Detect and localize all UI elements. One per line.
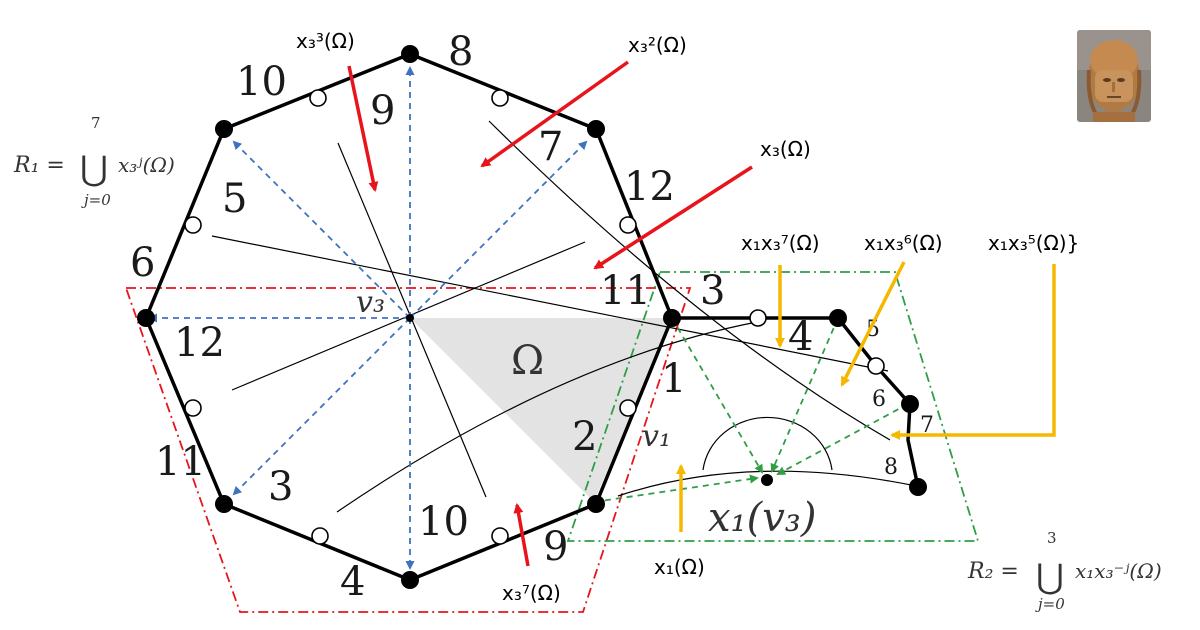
small-number-6: 6 (872, 387, 886, 412)
side-number-12-right: 12 (624, 164, 675, 210)
r1-term: x₃ʲ(Ω) (118, 153, 175, 177)
image-boundary-path (672, 316, 920, 488)
side-number-3-right: 3 (700, 268, 725, 314)
omega-label: Ω (511, 338, 544, 384)
region-r2-outline (566, 271, 980, 542)
side-number-2: 2 (572, 414, 597, 460)
r2-lhs: R₂ = (967, 559, 1019, 584)
label-x1x3-7: x₁x₃⁷(Ω) (741, 231, 820, 255)
label-x3: x₃(Ω) (760, 137, 811, 161)
label-x3-2: x₃²(Ω) (628, 33, 687, 57)
side-number-10-top: 10 (236, 59, 287, 105)
region-r1-outline (124, 287, 692, 613)
small-number-7: 7 (920, 413, 934, 438)
green-dashed-arrows (593, 317, 909, 503)
r2-lower-limit: j=0 (1035, 595, 1065, 613)
arrow-x3-2 (480, 60, 630, 168)
side-number-1: 1 (661, 356, 686, 402)
arrow-x3 (593, 165, 753, 270)
small-number-8: 8 (884, 455, 898, 480)
side-number-5: 5 (222, 176, 247, 222)
r1-union-symbol: ⋃ (80, 149, 108, 189)
portrait-icon (1077, 30, 1151, 122)
side-number-11-left: 11 (155, 439, 206, 485)
label-x1: x₁(Ω) (654, 555, 705, 579)
blue-dashed-arrows (148, 66, 588, 570)
filled-vertices (137, 45, 927, 589)
side-number-10-bottom: 10 (418, 499, 469, 545)
r2-union-symbol: ⋃ (1036, 557, 1064, 597)
side-number-12-left: 12 (174, 320, 225, 366)
side-number-8: 8 (448, 29, 473, 75)
omega-region (410, 318, 672, 502)
arrow-x1x3-5 (890, 264, 1056, 440)
label-x1x3-5: x₁x₃⁵(Ω)} (988, 231, 1079, 255)
arrow-x1x3-6 (840, 261, 906, 387)
side-number-11-right: 11 (600, 268, 651, 314)
arrow-x3-3 (347, 65, 379, 192)
r2-term: x₁x₃⁻ʲ(Ω) (1075, 559, 1162, 583)
label-x3-3: x₃³(Ω) (296, 29, 355, 53)
arrow-x3-7 (513, 503, 530, 567)
side-number-9-top: 9 (370, 88, 395, 134)
r1-lhs: R₁ = (13, 153, 65, 178)
side-number-4-bottom: 4 (340, 559, 365, 605)
side-number-9-bottom: 9 (543, 524, 568, 570)
yellow-arrows (676, 261, 1056, 532)
image-point-label: x₁(v₃) (708, 495, 816, 541)
formula-r2: R₂ = ⋃ 3 j=0 x₁x₃⁻ʲ(Ω) (967, 529, 1162, 613)
label-x1x3-6: x₁x₃⁶(Ω) (864, 231, 943, 255)
red-arrows (347, 60, 753, 567)
helmeted-figure-portrait (1077, 30, 1151, 122)
small-number-5: 5 (866, 317, 880, 342)
formula-r1: R₁ = ⋃ 7 j=0 x₃ʲ(Ω) (13, 114, 175, 209)
side-number-4-right: 4 (788, 314, 813, 360)
side-number-3-left: 3 (268, 464, 293, 510)
label-x3-7: x₃⁷(Ω) (502, 581, 561, 605)
r1-lower-limit: j=0 (81, 191, 111, 209)
r1-upper-limit: 7 (91, 114, 101, 132)
side-number-7: 7 (538, 124, 563, 170)
vertex-label-v3: v₃ (356, 285, 385, 320)
hollow-midpoints (184, 89, 885, 545)
r2-upper-limit: 3 (1047, 529, 1057, 547)
vertex-label-v1: v₁ (642, 419, 671, 454)
side-number-6: 6 (130, 240, 155, 286)
